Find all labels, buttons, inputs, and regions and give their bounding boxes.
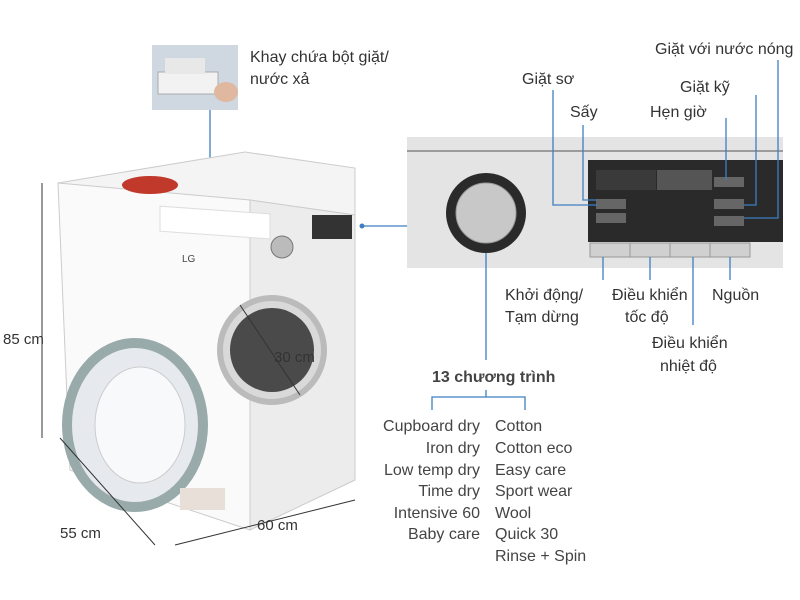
start-pause-label-2: Tạm dừng [505,309,579,326]
program-item: Low temp dry [384,462,480,479]
program-item: Cotton eco [495,440,572,457]
program-item: Intensive 60 [394,505,480,522]
brand-logo: LG [182,254,196,265]
intensive-label: Giặt kỹ [680,79,730,96]
programs-title: 13 chương trình [432,369,555,386]
hot-wash-label: Giặt với nước nóng [655,41,793,58]
prewash-button [596,213,626,223]
door-dimension: 30 cm [274,349,315,366]
control-panel-closeup [407,137,783,268]
program-item: Sport wear [495,483,573,500]
start-pause-label: Khởi động/ [505,287,584,304]
program-item: Cupboard dry [383,418,480,435]
power-label: Nguồn [712,287,759,304]
timer-label: Hẹn giờ [650,104,707,121]
width-dimension: 60 cm [257,517,298,534]
height-dimension: 85 cm [3,331,44,348]
temp-control-label: Điều khiển [652,334,728,352]
dry-label: Sấy [570,104,598,121]
program-item: Wool [495,505,531,522]
detergent-tray-photo [152,45,238,110]
hot-wash-button [714,216,744,226]
depth-dimension: 55 cm [60,525,101,542]
timer-button [714,177,744,187]
spin-control-label-2: tốc độ [625,309,669,326]
detergent-tray-label-2: nước xả [250,71,310,88]
program-item: Iron dry [426,440,480,457]
program-item: Rinse + Spin [495,548,586,565]
program-item: Quick 30 [495,526,558,543]
spin-control-label: Điều khiển [612,286,688,304]
intensive-button [714,199,744,209]
dry-button [596,199,626,209]
program-item: Baby care [408,526,480,543]
prewash-label: Giặt sơ [522,71,575,88]
detergent-tray-label: Khay chứa bột giặt/ [250,49,389,66]
washing-machine: LG [57,151,356,531]
program-item: Time dry [418,483,480,500]
program-item: Cotton [495,418,542,435]
programs-left-list: Cupboard dry Iron dry Low temp dry Time … [383,418,480,543]
programs-right-list: Cotton Cotton eco Easy care Sport wear W… [495,418,586,565]
temp-control-label-2: nhiệt độ [660,358,717,375]
program-item: Easy care [495,462,566,479]
